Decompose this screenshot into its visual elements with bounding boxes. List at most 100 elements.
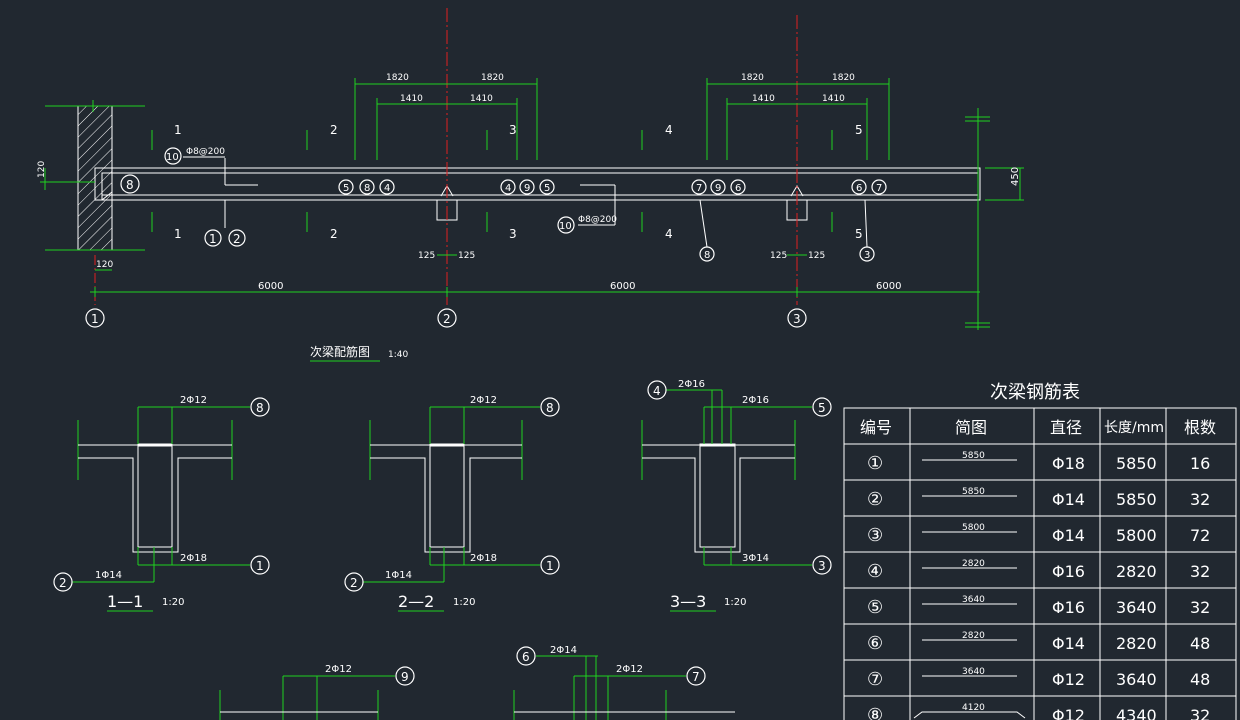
cut-1-top: 1	[174, 123, 182, 137]
r2-sketch: 5850	[962, 487, 985, 497]
r4-no: ④	[867, 561, 883, 582]
r7-count: 48	[1190, 670, 1210, 689]
dim-1820-d: 1820	[832, 73, 855, 83]
section-2-2: 2Φ12 8 2Φ18 1 1Φ14 2 2—2 1:20	[344, 395, 560, 612]
s3-title: 3—3	[670, 592, 706, 611]
mark-4a: 4	[384, 183, 390, 194]
cut-1-bot: 1	[174, 227, 182, 241]
axis-2: 2	[443, 312, 451, 326]
cut-5-bot: 5	[855, 227, 863, 241]
cut-2-top: 2	[330, 123, 338, 137]
plan-scale: 1:40	[388, 350, 408, 360]
mark-7b: 7	[876, 183, 882, 194]
r4-len: 2820	[1116, 562, 1157, 581]
r2-count: 32	[1190, 490, 1210, 509]
r2-no: ②	[867, 489, 883, 510]
s5-top-mark: 7	[692, 670, 700, 684]
s2-bottom-mark: 1	[546, 559, 554, 573]
r6-sketch: 2820	[962, 631, 985, 641]
mark-9b: 9	[715, 183, 721, 194]
r5-len: 3640	[1116, 598, 1157, 617]
mark-7a: 7	[696, 183, 702, 194]
s1-side-mark: 2	[59, 576, 67, 590]
plan-view: 450 120 120 6000 6000 6000 1820	[37, 8, 1024, 362]
section-1-1: 2Φ12 8 2Φ18 1 1Φ14 2 1—1 1:20	[53, 395, 270, 612]
s1-side-label: 1Φ14	[95, 570, 122, 581]
r5-dia: Φ16	[1052, 598, 1085, 617]
cut-3-bot: 3	[509, 227, 517, 241]
mark-10b: 10	[559, 221, 572, 232]
mark-3a: 3	[864, 250, 870, 261]
section-cuts: 1 1 2 2 3 3 4 4 5 5	[151, 123, 863, 241]
r6-count: 48	[1190, 634, 1210, 653]
r3-count: 72	[1190, 526, 1210, 545]
dim-1820-a: 1820	[386, 73, 409, 83]
r7-no: ⑦	[867, 669, 883, 690]
r7-dia: Φ12	[1052, 670, 1085, 689]
mark-5a: 5	[343, 183, 349, 194]
s1-top-mark: 8	[256, 401, 264, 415]
span-1: 6000	[258, 281, 283, 292]
r6-no: ⑥	[867, 633, 883, 654]
r3-sketch: 5800	[962, 523, 985, 533]
r7-len: 3640	[1116, 670, 1157, 689]
s3-bottom-label: 3Φ14	[742, 553, 769, 564]
cut-4-bot: 4	[665, 227, 673, 241]
support-dim-2: 125	[458, 251, 475, 261]
dim-1410-c: 1410	[752, 94, 775, 104]
r8-len: 4340	[1116, 706, 1157, 720]
s2-title: 2—2	[398, 592, 434, 611]
r2-dia: Φ14	[1052, 490, 1085, 509]
s1-top-label: 2Φ12	[180, 395, 207, 406]
r3-dia: Φ14	[1052, 526, 1085, 545]
axis-3: 3	[793, 312, 801, 326]
dim-1820-b: 1820	[481, 73, 504, 83]
r3-no: ③	[867, 525, 883, 546]
support-dim-1: 125	[418, 251, 435, 261]
s3-scale: 1:20	[724, 597, 746, 608]
r1-dia: Φ18	[1052, 454, 1085, 473]
r4-dia: Φ16	[1052, 562, 1085, 581]
mark-8c: 8	[704, 250, 710, 261]
r6-dia: Φ14	[1052, 634, 1085, 653]
r8-count: 32	[1190, 706, 1210, 720]
s1-scale: 1:20	[162, 597, 184, 608]
dim-1410-b: 1410	[470, 94, 493, 104]
s2-scale: 1:20	[453, 597, 475, 608]
mark-6a: 6	[735, 183, 741, 194]
span-3: 6000	[876, 281, 901, 292]
s3-top-label: 2Φ16	[742, 395, 769, 406]
r8-dia: Φ12	[1052, 706, 1085, 720]
r1-no: ①	[867, 453, 883, 474]
r8-sketch: 4120	[962, 703, 985, 713]
top-dims: 1820 1820 1820 1820 1410 1410 1410 1410	[354, 73, 890, 160]
r3-len: 5800	[1116, 526, 1157, 545]
dim-1410-a: 1410	[400, 94, 423, 104]
r5-no: ⑤	[867, 597, 883, 618]
table-title: 次梁钢筋表	[990, 382, 1080, 403]
r8-no: ⑧	[867, 705, 883, 720]
r4-sketch: 2820	[962, 559, 985, 569]
s2-top-mark: 8	[546, 401, 554, 415]
plan-bar-marks: 10 8 5 8 4 4 9 5 7 9 6 6 7 1 2 10 8 3	[120, 147, 887, 262]
left-dim-bottom: 120	[96, 260, 113, 270]
left-dim-top: 120	[37, 161, 47, 178]
plan-caption: 次梁配筋图	[310, 344, 370, 359]
th-sketch: 简图	[955, 418, 987, 437]
mark-10a: 10	[166, 152, 179, 163]
s1-bottom-mark: 1	[256, 559, 264, 573]
th-len: 长度/mm	[1104, 420, 1164, 436]
section-4-4: 2Φ12 9	[219, 664, 415, 720]
section-5-5: 2Φ14 6 2Φ12 7	[513, 645, 735, 720]
cut-3-top: 3	[509, 123, 517, 137]
s2-side-mark: 2	[350, 576, 358, 590]
s4-top-mark: 9	[401, 670, 409, 684]
r5-sketch: 3640	[962, 595, 985, 605]
mark-5b: 5	[544, 183, 550, 194]
s1-title: 1—1	[107, 592, 143, 611]
th-no: 编号	[860, 418, 892, 437]
span-2: 6000	[610, 281, 635, 292]
s1-bottom-label: 2Φ18	[180, 553, 207, 564]
mark-8a: 8	[126, 178, 134, 192]
